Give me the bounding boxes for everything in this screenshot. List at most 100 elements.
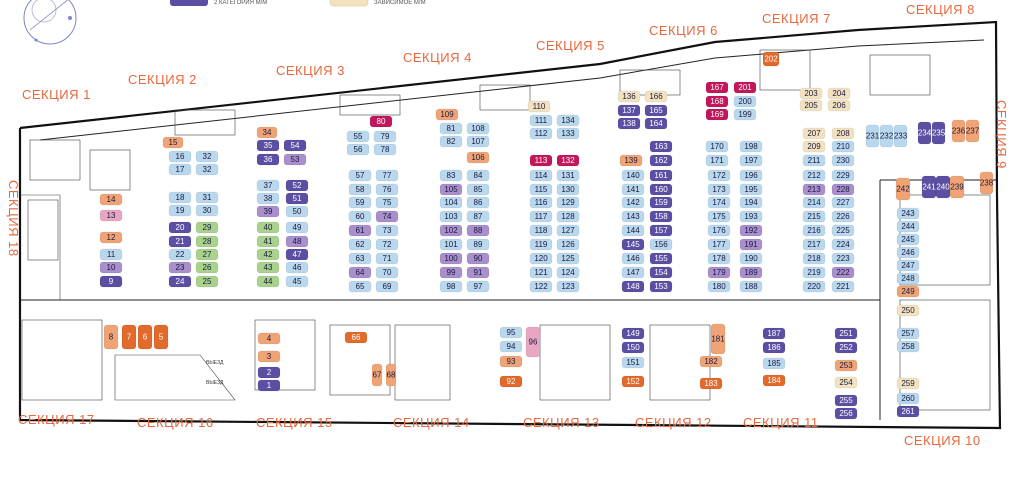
parking-spot[interactable]: 43 [256,261,280,274]
parking-spot[interactable]: 58 [348,183,372,196]
parking-spot[interactable]: 50 [285,205,309,218]
parking-spot[interactable]: 209 [802,140,826,153]
parking-spot[interactable]: 225 [831,224,855,237]
parking-spot[interactable]: 80 [369,115,393,128]
parking-spot[interactable]: 197 [739,154,763,167]
parking-spot[interactable]: 136 [617,90,641,103]
parking-spot[interactable]: 128 [556,210,580,223]
parking-spot[interactable]: 122 [529,280,553,293]
parking-spot[interactable]: 109 [435,108,459,121]
parking-spot[interactable]: 131 [556,169,580,182]
parking-spot[interactable]: 86 [466,196,490,209]
parking-spot[interactable]: 181 [710,323,725,355]
parking-spot[interactable]: 166 [644,90,668,103]
parking-spot[interactable]: 92 [499,375,523,388]
parking-spot[interactable]: 243 [896,207,920,220]
parking-spot[interactable]: 219 [802,266,826,279]
parking-spot[interactable]: 125 [556,252,580,265]
parking-spot[interactable]: 67 [371,363,383,387]
parking-spot[interactable]: 222 [831,266,855,279]
parking-spot[interactable]: 45 [285,275,309,288]
parking-spot[interactable]: 73 [375,224,399,237]
parking-spot[interactable]: 204 [827,87,851,100]
parking-spot[interactable]: 145 [621,238,645,251]
parking-spot[interactable]: 26 [195,261,219,274]
parking-spot[interactable]: 79 [373,130,397,143]
parking-spot[interactable]: 39 [256,205,280,218]
parking-spot[interactable]: 88 [466,224,490,237]
parking-spot[interactable]: 117 [529,210,553,223]
parking-spot[interactable]: 41 [256,235,280,248]
parking-spot[interactable]: 237 [965,119,980,143]
parking-spot[interactable]: 152 [621,375,645,388]
parking-spot[interactable]: 114 [529,169,553,182]
parking-spot[interactable]: 177 [707,238,731,251]
parking-spot[interactable]: 57 [348,169,372,182]
parking-spot[interactable]: 97 [466,280,490,293]
parking-spot[interactable]: 157 [649,224,673,237]
parking-spot[interactable]: 44 [256,275,280,288]
parking-spot[interactable]: 96 [525,326,541,358]
parking-spot[interactable]: 34 [256,126,278,139]
parking-spot[interactable]: 28 [195,235,219,248]
parking-spot[interactable]: 213 [802,183,826,196]
parking-spot[interactable]: 4 [257,332,281,345]
parking-spot[interactable]: 1 [257,379,281,392]
parking-spot[interactable]: 160 [649,183,673,196]
parking-spot[interactable]: 9 [99,275,123,288]
parking-spot[interactable]: 251 [834,327,858,340]
parking-spot[interactable]: 217 [802,238,826,251]
parking-spot[interactable]: 91 [466,266,490,279]
parking-spot[interactable]: 227 [831,196,855,209]
parking-spot[interactable]: 198 [739,140,763,153]
parking-spot[interactable]: 165 [644,104,668,117]
parking-spot[interactable]: 100 [439,252,463,265]
parking-spot[interactable]: 60 [348,210,372,223]
parking-spot[interactable]: 55 [346,130,370,143]
parking-spot[interactable]: 99 [439,266,463,279]
parking-spot[interactable]: 259 [896,377,920,390]
parking-spot[interactable]: 248 [896,272,920,285]
parking-spot[interactable]: 154 [649,266,673,279]
parking-spot[interactable]: 137 [617,104,641,117]
parking-spot[interactable]: 103 [439,210,463,223]
parking-spot[interactable]: 56 [346,143,370,156]
parking-spot[interactable]: 253 [834,359,858,372]
parking-spot[interactable]: 186 [762,341,786,354]
parking-spot[interactable]: 121 [529,266,553,279]
parking-spot[interactable]: 206 [827,99,851,112]
parking-spot[interactable]: 17 [168,163,192,176]
parking-spot[interactable]: 139 [619,154,643,167]
parking-spot[interactable]: 51 [285,192,309,205]
parking-spot[interactable]: 238 [979,171,994,195]
parking-spot[interactable]: 82 [439,135,463,148]
parking-spot[interactable]: 250 [896,304,920,317]
parking-spot[interactable]: 193 [739,210,763,223]
parking-spot[interactable]: 87 [466,210,490,223]
parking-spot[interactable]: 3 [257,350,281,363]
parking-spot[interactable]: 108 [466,122,490,135]
parking-spot[interactable]: 30 [195,204,219,217]
parking-spot[interactable]: 249 [896,285,920,298]
parking-spot[interactable]: 211 [802,154,826,167]
parking-spot[interactable]: 6 [137,324,153,350]
parking-spot[interactable]: 178 [707,252,731,265]
parking-spot[interactable]: 123 [556,280,580,293]
parking-spot[interactable]: 256 [834,407,858,420]
parking-spot[interactable]: 260 [896,392,920,405]
parking-spot[interactable]: 52 [285,179,309,192]
parking-spot[interactable]: 90 [466,252,490,265]
parking-spot[interactable]: 173 [707,183,731,196]
parking-spot[interactable]: 146 [621,252,645,265]
parking-spot[interactable]: 62 [348,238,372,251]
parking-spot[interactable]: 81 [439,122,463,135]
parking-spot[interactable]: 153 [649,280,673,293]
parking-spot[interactable]: 116 [529,196,553,209]
parking-spot[interactable]: 29 [195,221,219,234]
parking-spot[interactable]: 212 [802,169,826,182]
parking-spot[interactable]: 230 [831,154,855,167]
parking-spot[interactable]: 196 [739,169,763,182]
parking-spot[interactable]: 203 [799,87,823,100]
parking-spot[interactable]: 134 [556,114,580,127]
parking-spot[interactable]: 241 [921,175,936,199]
